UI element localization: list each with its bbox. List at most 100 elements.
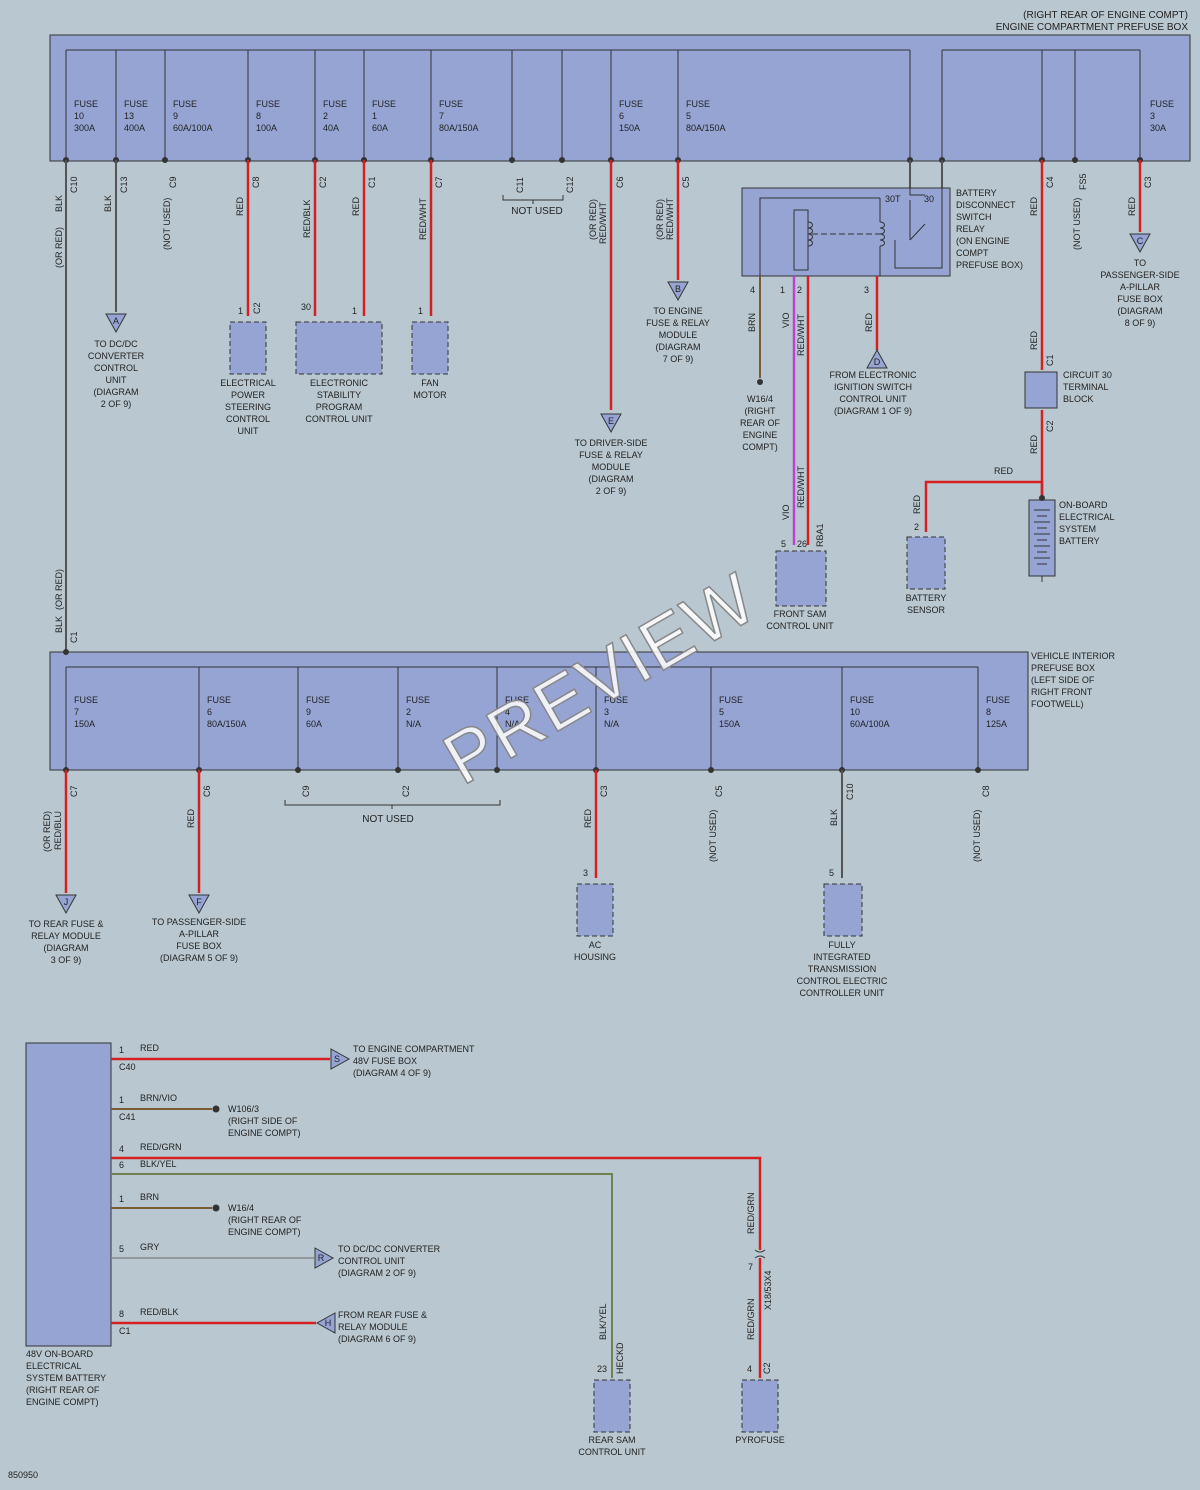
relay-label: BATTERY DISCONNECT SWITCH RELAY (ON ENGI… [956,188,1023,270]
svg-text:2: 2 [406,707,411,717]
svg-text:(LEFT SIDE OF: (LEFT SIDE OF [1031,675,1095,685]
connector-a[interactable]: A [105,313,127,334]
connector-r[interactable]: R [314,1247,335,1269]
wire-48v-blkyel [111,1173,613,1378]
svg-text:(DIAGRAM: (DIAGRAM [589,474,634,484]
svg-text:FUSE BOX: FUSE BOX [1117,294,1163,304]
svg-text:(DIAGRAM: (DIAGRAM [94,387,139,397]
not-used-brace-top [502,195,564,204]
svg-text:60A: 60A [372,123,388,133]
connector-f[interactable]: F [188,894,210,915]
battery-sensor[interactable]: 2 [906,522,946,590]
svg-text:RBA1: RBA1 [815,523,825,547]
connector-d[interactable]: D [866,348,888,369]
circuit-30-terminal-block[interactable]: C1 C2 [1024,354,1058,432]
on-board-battery[interactable] [1028,495,1056,582]
connector-s[interactable]: S [330,1048,351,1070]
svg-text:C41: C41 [119,1112,136,1122]
svg-text:ENGINE COMPT): ENGINE COMPT) [228,1227,301,1237]
svg-text:125A: 125A [986,719,1007,729]
svg-text:(NOT USED): (NOT USED) [708,810,718,862]
svg-text:S: S [334,1054,340,1064]
connector-h-label: FROM REAR FUSE & RELAY MODULE (DIAGRAM 6… [338,1310,427,1344]
svg-text:C2: C2 [401,785,411,797]
svg-text:5: 5 [119,1244,124,1254]
svg-text:REAR SAM: REAR SAM [588,1435,635,1445]
svg-text:BRN/VIO: BRN/VIO [140,1093,177,1103]
svg-text:N/A: N/A [505,719,520,729]
svg-text:RED: RED [864,312,874,332]
svg-text:60A/100A: 60A/100A [173,123,213,133]
svg-text:6: 6 [619,111,624,121]
svg-text:2 OF 9): 2 OF 9) [101,399,132,409]
circuit-30-label: CIRCUIT 30 TERMINAL BLOCK [1063,370,1112,404]
svg-text:FUSE: FUSE [1150,99,1174,109]
connector-e-label: TO DRIVER-SIDE FUSE & RELAY MODULE (DIAG… [575,438,648,496]
svg-text:PREFUSE BOX): PREFUSE BOX) [956,260,1023,270]
svg-text:FUSE: FUSE [719,695,743,705]
svg-text:C8: C8 [981,785,991,797]
svg-text:FUSE: FUSE [986,695,1010,705]
connector-e[interactable]: E [600,413,622,434]
svg-text:FUSE: FUSE [124,99,148,109]
electrical-power-steering-unit[interactable]: 1 C2 [229,302,267,375]
svg-text:MOTOR: MOTOR [413,390,447,400]
connector-j[interactable]: J [55,894,77,915]
svg-text:FUSE: FUSE [604,695,628,705]
svg-text:(OR RED): (OR RED) [588,199,598,240]
svg-text:(DIAGRAM 4 OF 9): (DIAGRAM 4 OF 9) [353,1068,431,1078]
svg-text:(OR RED): (OR RED) [42,811,52,852]
connector-h[interactable]: H [315,1312,336,1334]
inline-connector-x18 [754,1249,766,1259]
svg-text:VIO: VIO [781,312,791,328]
svg-text:RED: RED [583,808,593,828]
front-sam-control-unit[interactable]: 5 26 RBA1 [775,523,827,607]
transmission-controller[interactable]: 5 [823,868,863,937]
svg-text:3: 3 [1150,111,1155,121]
electronic-stability-program-unit[interactable]: 30 1 [295,302,383,375]
battery-48v[interactable] [25,1042,112,1347]
svg-text:ELECTRICAL: ELECTRICAL [1059,512,1115,522]
svg-text:ENGINE COMPT): ENGINE COMPT) [26,1397,99,1407]
svg-text:VIO: VIO [781,504,791,520]
svg-text:RED: RED [351,196,361,216]
fan-motor[interactable]: 1 [411,306,449,375]
svg-text:C1: C1 [367,176,377,188]
svg-text:(DIAGRAM 2 OF 9): (DIAGRAM 2 OF 9) [338,1268,416,1278]
svg-text:30: 30 [924,194,934,204]
svg-text:23: 23 [597,1364,607,1374]
interior-pin-in: C1 [69,631,79,643]
svg-text:ON-BOARD: ON-BOARD [1059,500,1108,510]
svg-text:CONVERTER: CONVERTER [88,351,145,361]
svg-text:C40: C40 [119,1062,136,1072]
battery-sensor-label: BATTERY SENSOR [906,593,947,615]
svg-text:CONTROL UNIT: CONTROL UNIT [578,1447,646,1457]
svg-text:SYSTEM BATTERY: SYSTEM BATTERY [26,1373,106,1383]
svg-text:5: 5 [719,707,724,717]
svg-text:7 OF 9): 7 OF 9) [663,354,694,364]
svg-text:7: 7 [439,111,444,121]
svg-text:W16/4: W16/4 [228,1203,254,1213]
connector-d-label: FROM ELECTRONIC IGNITION SWITCH CONTROL … [829,370,917,416]
svg-text:80A/150A: 80A/150A [439,123,479,133]
pyrofuse[interactable]: 4 C2 [741,1362,779,1433]
svg-text:MODULE: MODULE [592,462,631,472]
svg-text:TO ENGINE: TO ENGINE [653,306,702,316]
svg-text:4: 4 [747,1364,752,1374]
connector-c[interactable]: C [1129,233,1151,254]
esp-label: ELECTRONIC STABILITY PROGRAM CONTROL UNI… [305,378,373,424]
not-used-brace-mid [284,800,501,809]
ac-housing[interactable]: 3 [576,868,614,937]
svg-text:IGNITION SWITCH: IGNITION SWITCH [834,382,912,392]
battery-disconnect-relay[interactable]: 30T 30 [741,187,951,277]
svg-text:GRY: GRY [140,1242,159,1252]
rear-sam-control-unit[interactable]: 23 HECKD [593,1342,631,1433]
svg-text:4: 4 [750,285,755,295]
svg-text:400A: 400A [124,123,145,133]
connector-b[interactable]: B [667,281,689,302]
svg-text:C4: C4 [1045,176,1055,188]
